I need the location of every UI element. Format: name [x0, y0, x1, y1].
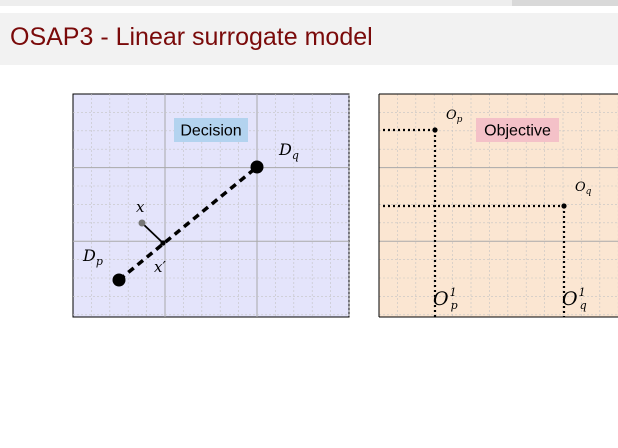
label-dq: Dq: [278, 140, 299, 162]
label-dp: Dp: [82, 246, 103, 268]
point-xprime: [160, 240, 166, 246]
label-x: x: [136, 198, 145, 216]
objective-label: Objective: [484, 123, 551, 140]
slide-title: OSAP3 - Linear surrogate model: [10, 23, 373, 51]
decision-panel: Decision Dp Dq x x′: [72, 93, 350, 318]
label-op: Op: [446, 108, 463, 125]
dp-dq-dashed-segment: [117, 165, 259, 282]
objective-label-box: [476, 118, 559, 142]
projection-segment: [141, 222, 164, 244]
label-xprime: x′: [154, 258, 166, 276]
label-oq: Oq: [575, 180, 592, 197]
top-strip: [0, 0, 618, 6]
point-op: [432, 127, 438, 133]
top-strip-tab: [512, 0, 618, 6]
point-dp: [112, 273, 126, 287]
decision-label-box: [174, 118, 248, 142]
point-dq: [250, 160, 264, 174]
point-oq: [561, 203, 567, 209]
point-x: [138, 219, 146, 227]
decision-label: Decision: [180, 123, 241, 140]
decision-grid: [73, 94, 350, 317]
slide-title-bar: OSAP3 - Linear surrogate model: [0, 13, 618, 65]
